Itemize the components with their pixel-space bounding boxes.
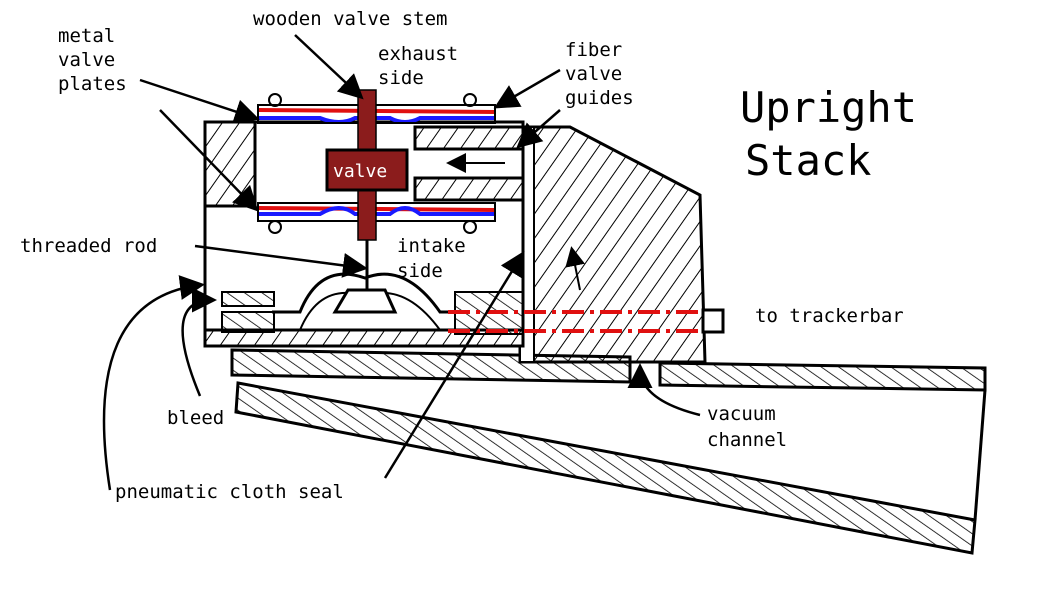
flow-arrows (446, 153, 585, 291)
valve-box (203, 120, 525, 348)
label-wooden-valve-stem: wooden valve stem (253, 8, 447, 30)
label-threaded-rod: threaded rod (20, 235, 157, 257)
label-metal-1: metal (58, 25, 115, 47)
leader-lines (102, 34, 701, 491)
valve-label: valve (333, 161, 387, 182)
label-pneumatic-cloth-seal: pneumatic cloth seal (115, 481, 344, 503)
title-upright: Upright (740, 83, 917, 132)
label-trackerbar: to trackerbar (755, 305, 904, 327)
title-stack: Stack (745, 136, 871, 185)
label-fiber-2: valve (565, 63, 622, 85)
label-vacuum-1: vacuum (707, 403, 776, 425)
label-exhaust-2: side (378, 67, 424, 89)
label-vacuum-2: channel (707, 429, 787, 451)
trackerbar-tube (448, 308, 725, 334)
label-fiber-3: guides (565, 87, 634, 109)
label-exhaust-1: exhaust (378, 43, 458, 65)
label-intake-1: intake (397, 235, 466, 257)
vacuum-channel-boards (230, 348, 987, 555)
stack-body (518, 125, 707, 364)
valve-assembly: valve (325, 89, 409, 290)
label-metal-2: valve (58, 49, 115, 71)
label-intake-2: side (397, 260, 443, 282)
labels: wooden valve stem metal valve plates exh… (20, 8, 917, 503)
label-bleed: bleed (167, 407, 224, 429)
label-metal-3: plates (58, 73, 127, 95)
label-fiber-1: fiber (565, 39, 622, 61)
